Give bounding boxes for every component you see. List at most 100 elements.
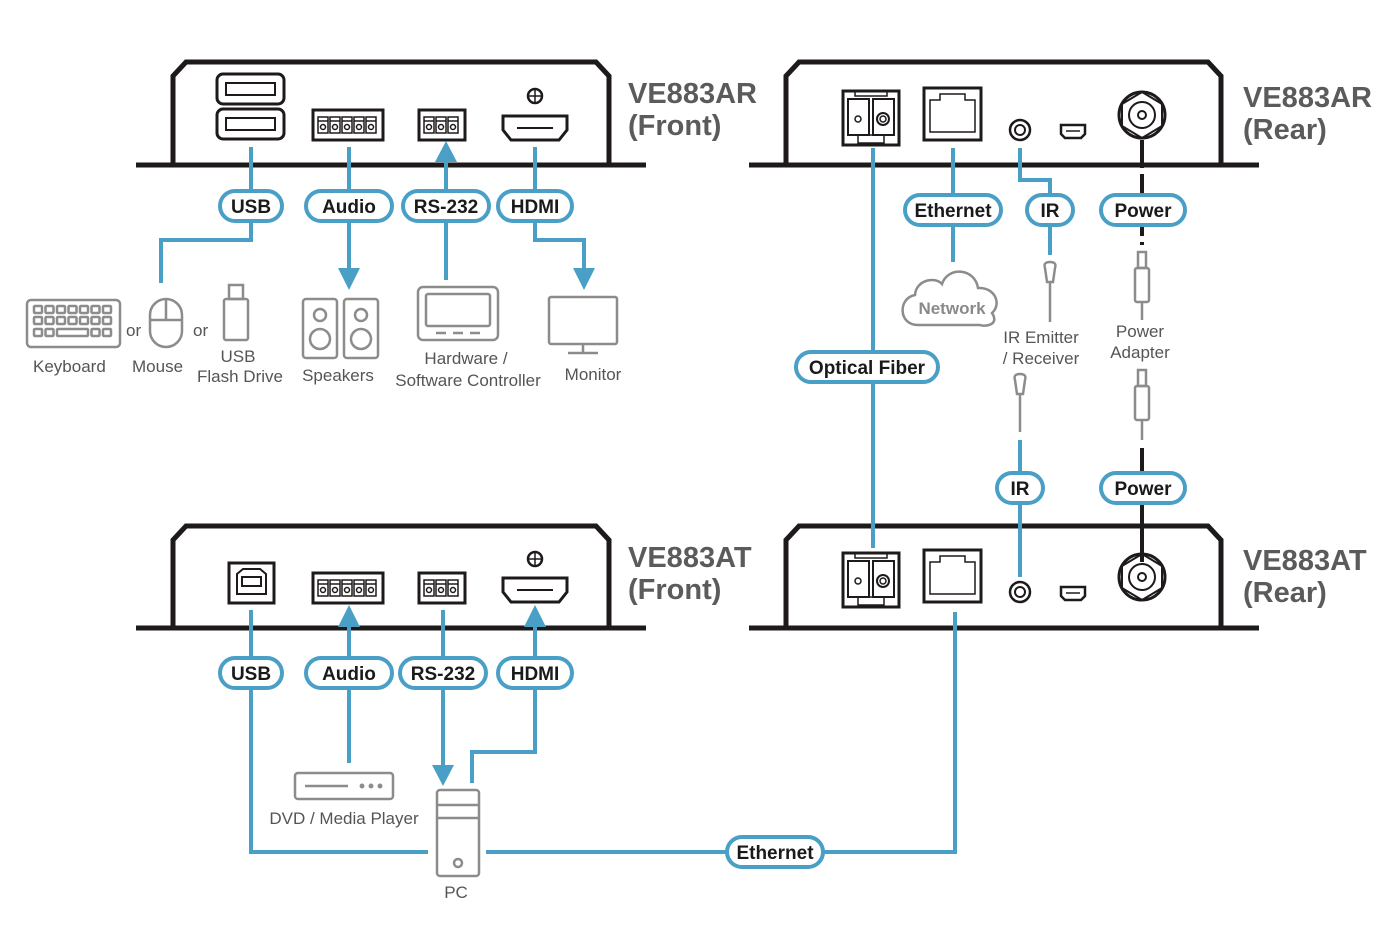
receiver-front-model: VE883AR <box>628 78 757 110</box>
ir-jack-icon <box>1008 118 1032 142</box>
pill-outline <box>218 656 284 690</box>
rs232-label: RS-232 <box>401 189 491 223</box>
ethernet-pc-cable <box>486 612 957 854</box>
pill-outline <box>304 656 394 690</box>
pill-text: Ethernet <box>736 843 814 864</box>
audio-arrow-icon <box>338 605 360 627</box>
hdmi-arrow-icon <box>524 605 546 627</box>
pill-text: RS-232 <box>414 197 478 218</box>
ir-emitter-icon <box>1013 260 1057 432</box>
rear-cables <box>486 148 1052 854</box>
transmitter-front-side: (Front) <box>628 574 721 606</box>
fiber-port-icon <box>841 89 901 147</box>
ethernet-port-icon <box>922 548 983 604</box>
pill-outline <box>903 193 1003 227</box>
ir-emitter-label: IR Emitter <box>1003 328 1079 347</box>
receiver-front-side: (Front) <box>628 110 721 142</box>
speakers-label: Speakers <box>302 366 374 385</box>
mini-usb-port-icon <box>1059 585 1087 602</box>
receiver-front-unit: VE883AR (Front) <box>136 59 757 168</box>
usb-flash-drive-icon <box>222 283 250 342</box>
transmitter-front-model: VE883AT <box>628 542 752 574</box>
mouse-label: Mouse <box>132 357 183 376</box>
rs232-arrow-icon <box>432 765 454 786</box>
pill-outline <box>995 471 1045 505</box>
network-cloud-icon: Network <box>901 270 998 327</box>
hdmi-port-icon <box>501 87 569 142</box>
usb-drive-label: USB <box>221 347 256 366</box>
audio-label: Audio <box>304 656 394 690</box>
usb-cable <box>249 610 428 854</box>
rs232-label: RS-232 <box>398 656 488 690</box>
pill-text: Ethernet <box>914 201 992 222</box>
controller-icon <box>416 285 500 342</box>
receiver-rear-unit: VE883AR (Rear) <box>749 59 1372 168</box>
network-label: Network <box>918 299 986 318</box>
keyboard-icon <box>25 298 122 349</box>
or-label: or <box>126 321 141 340</box>
pill-text: IR <box>1011 479 1030 500</box>
monitor-label: Monitor <box>565 365 622 384</box>
pill-text: Power <box>1114 479 1172 500</box>
ir-label: IR <box>1025 193 1075 227</box>
hdmi-label: HDMI <box>496 189 574 223</box>
hdmi-arrow-icon <box>573 268 595 290</box>
power-adapter-label: Adapter <box>1110 343 1170 362</box>
controller-label: Software Controller <box>395 371 541 390</box>
optical-fiber-label: Optical Fiber <box>794 350 940 384</box>
pill-text: Audio <box>322 197 376 218</box>
mini-usb-port-icon <box>1059 123 1087 140</box>
ir-jack-icon <box>1008 580 1032 604</box>
audio-terminal-icon <box>311 108 385 142</box>
pill-text: USB <box>231 197 271 218</box>
receiver-front-housing <box>170 59 612 164</box>
usb-label: USB <box>218 656 284 690</box>
pill-outline <box>725 835 825 869</box>
rs232-terminal-icon <box>417 571 467 605</box>
audio-arrow-icon <box>338 268 360 290</box>
pill-outline <box>401 189 491 223</box>
speakers-icon <box>301 297 380 360</box>
receiver-rear-model: VE883AR <box>1243 82 1372 114</box>
pill-outline <box>1099 471 1187 505</box>
pc-label: PC <box>444 883 468 902</box>
dvd-player-label: DVD / Media Player <box>269 809 419 828</box>
or-label: or <box>193 321 208 340</box>
usb-a-port-icon <box>215 72 286 141</box>
pill-text: IR <box>1041 201 1060 222</box>
ethernet-label: Ethernet <box>725 835 825 869</box>
power-label: Power <box>1099 193 1187 227</box>
pill-outline <box>398 656 488 690</box>
ethernet-label: Ethernet <box>903 193 1003 227</box>
pill-outline <box>218 189 284 223</box>
pill-text: USB <box>231 664 271 685</box>
pill-outline <box>1099 193 1187 227</box>
pill-text: Power <box>1114 201 1172 222</box>
pill-text: Audio <box>322 664 376 685</box>
transmitter-rear-unit: VE883AT (Rear) <box>749 523 1367 631</box>
transmitter-rear-model: VE883AT <box>1243 545 1367 577</box>
controller-label: Hardware / <box>424 349 507 368</box>
pill-outline <box>1025 193 1075 227</box>
transmitter-front-unit: VE883AT (Front) <box>136 523 752 631</box>
power-adapter-icon <box>1133 250 1151 440</box>
keyboard-label: Keyboard <box>33 357 106 376</box>
hdmi-label: HDMI <box>496 656 574 690</box>
mouse-icon <box>148 297 184 349</box>
ethernet-port-icon <box>922 86 983 142</box>
pill-text: Optical Fiber <box>809 358 926 379</box>
pill-outline <box>496 656 574 690</box>
power-jack-icon <box>1117 552 1167 602</box>
transmitter-rear-side: (Rear) <box>1243 577 1327 609</box>
fiber-port-icon <box>841 551 901 609</box>
pc-tower-icon <box>435 788 481 878</box>
ir-emitter-label: / Receiver <box>1003 349 1080 368</box>
rs232-terminal-icon <box>417 108 467 142</box>
audio-label: Audio <box>304 189 394 223</box>
pill-text: RS-232 <box>411 664 475 685</box>
power-label: Power <box>1099 471 1187 505</box>
monitor-icon <box>547 295 619 355</box>
usb-label: USB <box>218 189 284 223</box>
receiver-rear-side: (Rear) <box>1243 114 1327 146</box>
